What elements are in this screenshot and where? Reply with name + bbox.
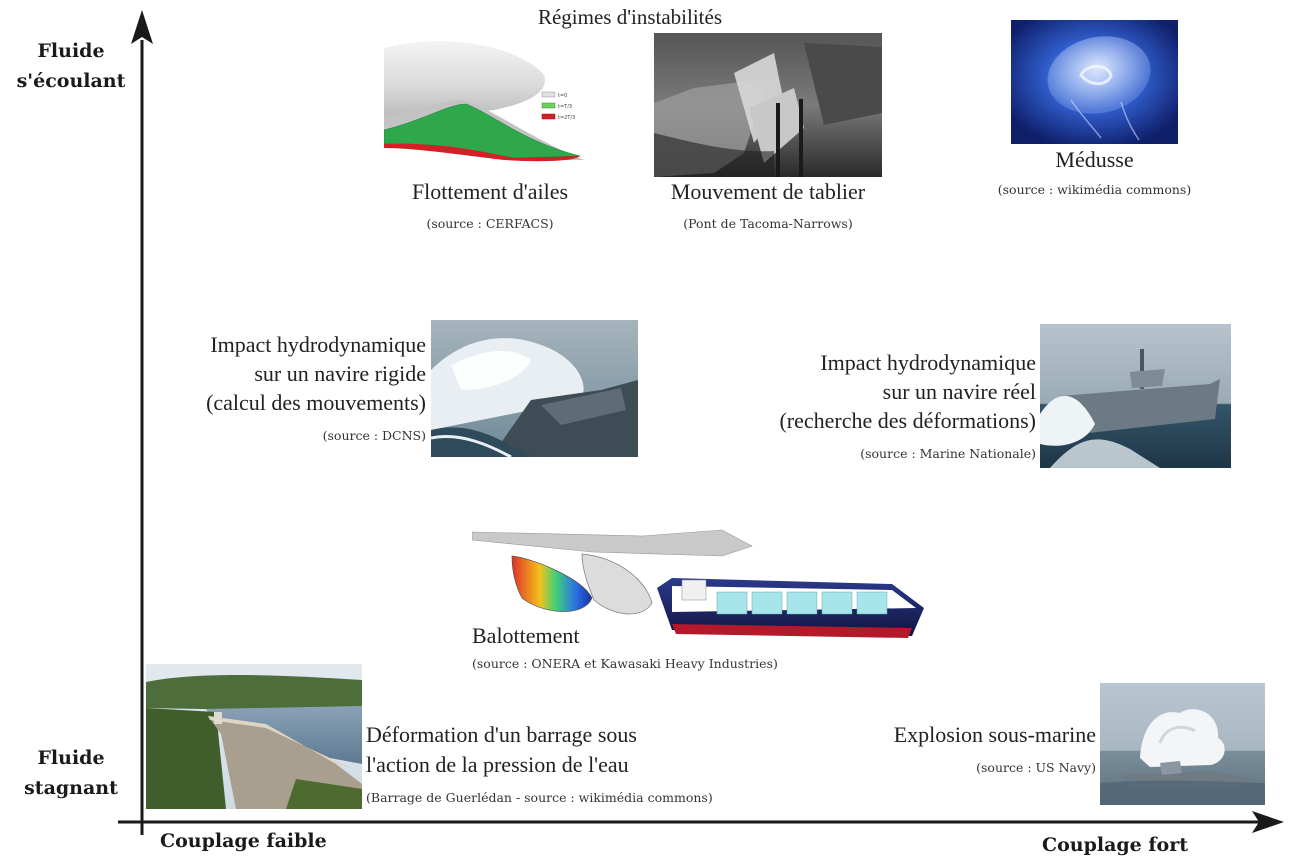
- explosion-source: (source : US Navy): [976, 760, 1096, 775]
- sloshing-caption: Balottement: [472, 623, 580, 648]
- x-axis-left-label: Couplage faible: [160, 830, 327, 852]
- jellyfish-caption: Médusse: [1055, 147, 1134, 172]
- y-axis-bottom-label: Fluide stagnant: [24, 747, 118, 799]
- wing-legend-1: t=T/3: [558, 104, 572, 110]
- x-axis-arrowhead: [1252, 811, 1284, 833]
- tacoma-bridge-image: [654, 33, 882, 177]
- rigid-ship-image: [431, 320, 638, 457]
- wing-flutter-image: t=0 t=T/3 t=2T/3: [384, 20, 590, 168]
- x-axis-right-label: Couplage fort: [1041, 834, 1189, 856]
- tacoma-bridge-caption: Mouvement de tablier: [670, 179, 866, 204]
- explosion-caption: Explosion sous-marine: [893, 722, 1096, 747]
- explosion-image: [1100, 683, 1265, 805]
- wing-legend-0: t=0: [558, 93, 567, 99]
- jellyfish-source: (source : wikimédia commons): [997, 182, 1192, 197]
- sloshing-source: (source : ONERA et Kawasaki Heavy Indust…: [472, 656, 778, 671]
- real-ship-source: (source : Marine Nationale): [860, 446, 1036, 461]
- real-ship-caption: Impact hydrodynamique sur un navire réel…: [779, 350, 1036, 433]
- real-ship-image: [1040, 324, 1231, 468]
- y-axis-top-label: Fluide s'écoulant: [16, 40, 126, 92]
- wing-flutter-source: (source : CERFACS): [426, 216, 554, 231]
- wing-legend-2: t=2T/3: [558, 115, 575, 121]
- dam-caption: Déformation d'un barrage sous l'action d…: [366, 722, 637, 777]
- rigid-ship-caption: Impact hydrodynamique sur un navire rigi…: [206, 332, 426, 415]
- dam-image: [146, 664, 362, 809]
- sloshing-image: [472, 528, 928, 644]
- y-axis-arrowhead: [131, 10, 153, 44]
- tacoma-bridge-source: (Pont de Tacoma-Narrows): [683, 216, 853, 231]
- dam-source: (Barrage de Guerlédan - source : wikiméd…: [366, 790, 713, 805]
- rigid-ship-source: (source : DCNS): [322, 428, 426, 443]
- jellyfish-image: [1011, 20, 1178, 144]
- wing-flutter-caption: Flottement d'ailes: [411, 179, 569, 204]
- diagram-title: Régimes d'instabilités: [537, 5, 723, 29]
